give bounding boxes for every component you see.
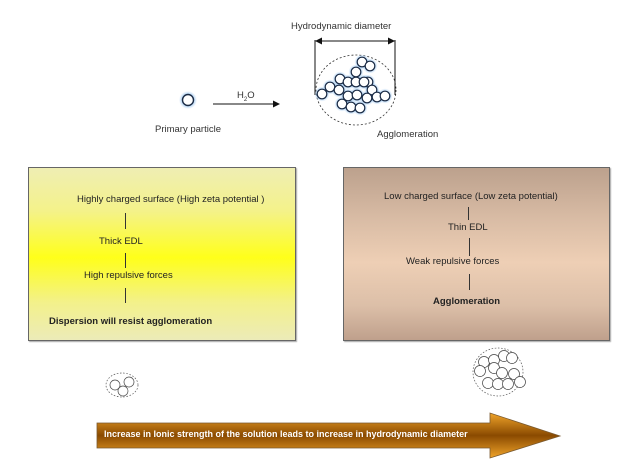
cluster-particle-icon: [506, 352, 518, 364]
left-connector-2: [125, 253, 126, 268]
hydrodynamic-diameter-label: Hydrodynamic diameter: [291, 21, 392, 32]
high-zeta-panel: Highly charged surface (High zeta potent…: [28, 167, 296, 341]
right-line-1: Low charged surface (Low zeta potential): [384, 191, 558, 202]
particle-icon: [333, 84, 345, 96]
primary-particle-icon: [179, 91, 197, 109]
primary-particle-label: Primary particle: [155, 124, 221, 135]
reagent-h: H: [237, 90, 244, 101]
dispersed-cluster-icon: [105, 372, 139, 398]
cluster-particle-icon: [492, 378, 504, 390]
particle-icon: [358, 76, 370, 88]
particle-icon: [316, 88, 328, 100]
particle-icon: [379, 90, 391, 102]
right-connector-1: [468, 207, 469, 220]
schematic-top: [179, 37, 397, 126]
hydrodynamic-diameter-bracket: [314, 37, 396, 95]
particle-icon: [345, 101, 357, 113]
left-conclusion: Dispersion will resist agglomeration: [49, 316, 213, 327]
cluster-particle-icon: [502, 378, 514, 390]
left-line-2: Thick EDL: [99, 236, 143, 247]
ionic-strength-caption: Increase in Ionic strength of the soluti…: [104, 429, 468, 439]
cluster-particle-icon: [482, 377, 494, 389]
right-line-2: Thin EDL: [448, 222, 488, 233]
right-line-3: Weak repulsive forces: [406, 256, 500, 267]
right-connector-3: [469, 274, 470, 290]
left-line-1: Highly charged surface (High zeta potent…: [77, 194, 265, 205]
particle-icon: [336, 98, 348, 110]
right-conclusion: Agglomeration: [433, 296, 501, 307]
reagent-subscript: 2: [243, 96, 248, 103]
cluster-particle-icon: [496, 367, 508, 379]
agglomeration-label: Agglomeration: [377, 129, 439, 140]
cluster-particle-icon: [474, 365, 486, 377]
reagent-label: H2O: [237, 90, 255, 103]
left-line-3: High repulsive forces: [84, 270, 173, 281]
particle-icon: [350, 66, 362, 78]
agglomerated-cluster-icon: [472, 347, 526, 397]
cluster-particle-icon: [508, 368, 520, 380]
agglomerate-particles: [314, 54, 393, 116]
cluster-particle-icon: [514, 376, 526, 388]
particle-icon: [351, 89, 363, 101]
left-connector-3: [125, 288, 126, 303]
particle-icon: [361, 92, 373, 104]
particle-icon: [354, 102, 366, 114]
particle-icon: [324, 81, 336, 93]
low-zeta-panel: Low charged surface (Low zeta potential)…: [343, 167, 610, 341]
reagent-o: O: [247, 90, 255, 101]
right-connector-2: [469, 238, 470, 256]
left-connector-1: [125, 213, 126, 229]
particle-icon: [364, 60, 376, 72]
